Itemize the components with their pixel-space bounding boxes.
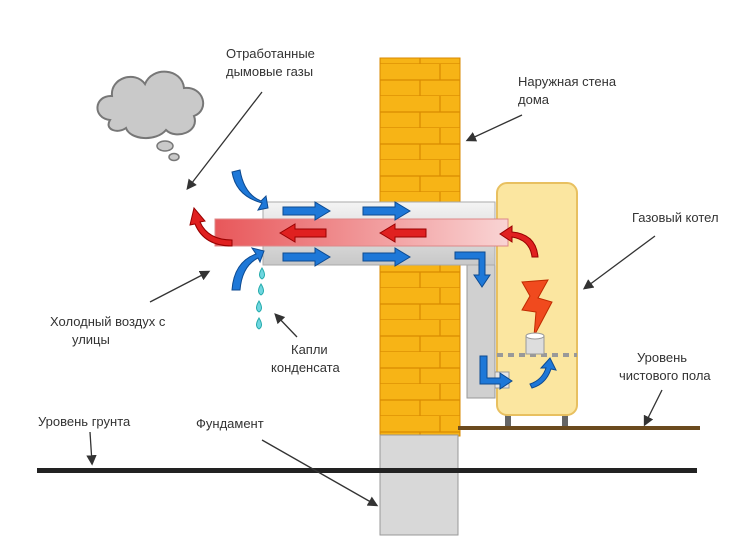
ground-line: [37, 468, 697, 473]
label-foundation: Фундамент: [196, 416, 264, 431]
foundation: [379, 434, 459, 536]
label-floor-level: Уровень чистового пола: [619, 350, 711, 383]
label-ground-level: Уровень грунта: [38, 414, 131, 429]
exhaust-arrows: [189, 206, 539, 258]
label-outer-wall: Наружная стена дома: [518, 74, 620, 107]
label-condensate: Капли конденсата: [271, 342, 340, 375]
label-exhaust-gases: Отработанные дымовые газы: [226, 46, 319, 79]
burner-icon: [525, 332, 545, 355]
label-gas-boiler: Газовый котел: [632, 210, 719, 225]
condensate-drops-icon: [256, 267, 265, 330]
label-cold-air: Холодный воздух с улицы: [50, 314, 169, 347]
smoke-cloud-icon: [96, 70, 205, 162]
pointer-arrows: [86, 91, 663, 507]
floor-line: [458, 426, 700, 430]
cold-air-arrows: [231, 169, 557, 390]
inner-pipe: [214, 218, 509, 247]
